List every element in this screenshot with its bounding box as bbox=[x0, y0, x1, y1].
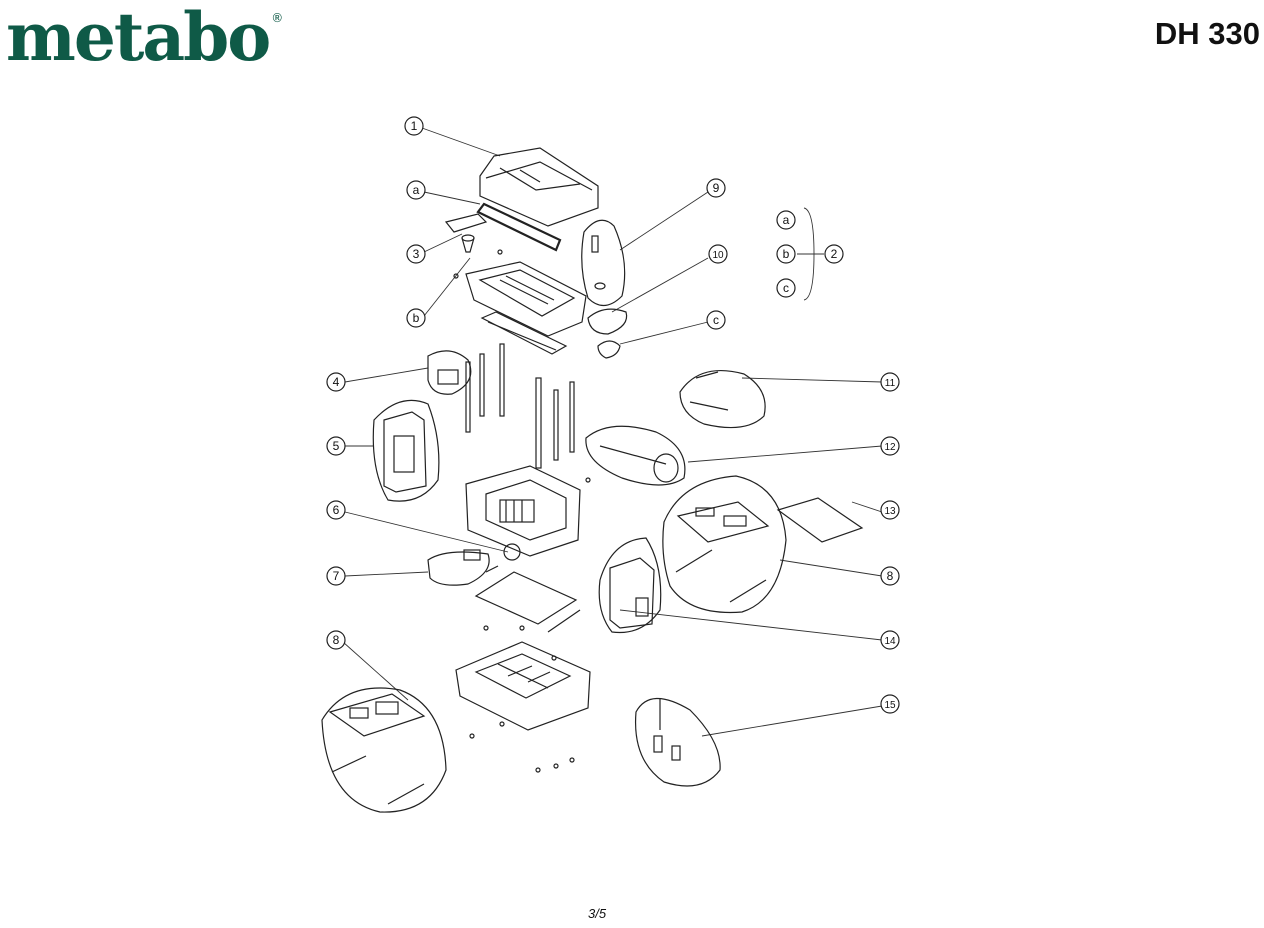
registered-mark: ® bbox=[271, 11, 284, 25]
callout-8-right-label: 8 bbox=[887, 569, 894, 583]
part-belt bbox=[476, 202, 562, 252]
model-title: DH 330 bbox=[1154, 16, 1260, 51]
callout-14: 14 bbox=[880, 630, 900, 650]
callout-4: 4 bbox=[326, 372, 346, 392]
callout-7: 7 bbox=[326, 566, 346, 586]
callout-4-label: 4 bbox=[333, 375, 340, 389]
part-motor-carriage bbox=[465, 465, 581, 557]
part-columns bbox=[465, 343, 575, 469]
callout-b-right-label: b bbox=[783, 247, 790, 261]
callout-11-label: 11 bbox=[885, 378, 896, 389]
callout-c-right-label: c bbox=[783, 281, 789, 295]
callout-6: 6 bbox=[326, 500, 346, 520]
callout-5: 5 bbox=[326, 436, 346, 456]
callout-9: 9 bbox=[706, 178, 726, 198]
callout-13: 13 bbox=[880, 500, 900, 520]
part-4-bubble bbox=[427, 350, 472, 395]
callout-15-label: 15 bbox=[884, 700, 896, 711]
part-knob bbox=[461, 234, 475, 253]
callout-9-label: 9 bbox=[713, 181, 720, 195]
part-brush bbox=[503, 543, 521, 561]
callout-8-left: 8 bbox=[326, 630, 346, 650]
callout-1-label: 1 bbox=[411, 119, 418, 133]
callout-15: 15 bbox=[880, 694, 900, 714]
callout-3: 3 bbox=[406, 244, 426, 264]
part-top-cover bbox=[479, 147, 599, 227]
part-5-bubble bbox=[372, 399, 440, 502]
callout-10-label: 10 bbox=[712, 250, 724, 261]
page-number: 3/5 bbox=[588, 906, 607, 921]
part-10-bubble bbox=[587, 308, 628, 335]
metabo-logo: metabo® bbox=[6, 4, 284, 70]
callout-2: 2 bbox=[824, 244, 844, 264]
part-handle-plate bbox=[444, 213, 488, 233]
part-7-bubble bbox=[427, 549, 490, 586]
callout-7-label: 7 bbox=[333, 569, 340, 583]
leader-lines bbox=[342, 127, 883, 737]
callout-12-label: 12 bbox=[884, 442, 896, 453]
part-blade-plate bbox=[480, 311, 568, 355]
part-8-left-bubble bbox=[321, 687, 447, 813]
part-8-right-bubble bbox=[662, 475, 787, 614]
brand-name: metabo bbox=[6, 0, 271, 76]
callout-c-mid: c bbox=[706, 310, 726, 330]
callout-a-right-label: a bbox=[783, 213, 790, 227]
callout-a-top: a bbox=[406, 180, 426, 200]
callout-b-left-label: b bbox=[413, 311, 420, 325]
callout-11: 11 bbox=[880, 372, 900, 392]
part-12-bubble bbox=[585, 425, 686, 486]
part-13-plate bbox=[776, 497, 864, 543]
callout-8-left-label: 8 bbox=[333, 633, 340, 647]
callout-2-label: 2 bbox=[831, 247, 838, 261]
part-base-frame bbox=[455, 641, 591, 731]
callout-a-right: a bbox=[776, 210, 796, 230]
callout-6-label: 6 bbox=[333, 503, 340, 517]
part-base-plate bbox=[474, 565, 581, 633]
callout-8-right: 8 bbox=[880, 566, 900, 586]
callouts: 1 a 3 b 4 5 6 7 8 9 10 c a b c 2 11 12 1… bbox=[326, 116, 900, 714]
callout-c-mid-label: c bbox=[713, 313, 719, 327]
callout-3-label: 3 bbox=[413, 247, 420, 261]
part-main-housing bbox=[465, 261, 587, 337]
callout-b-left: b bbox=[406, 308, 426, 328]
part-11-bubble bbox=[679, 370, 766, 429]
callout-14-label: 14 bbox=[884, 636, 896, 647]
callout-13-label: 13 bbox=[884, 506, 896, 517]
callout-12: 12 bbox=[880, 436, 900, 456]
callout-1: 1 bbox=[404, 116, 424, 136]
part-c-cap bbox=[597, 340, 621, 359]
part-15-bubble bbox=[634, 697, 721, 787]
callout-c-right: c bbox=[776, 278, 796, 298]
part-9-bubble bbox=[581, 219, 626, 307]
callout-b-right: b bbox=[776, 244, 796, 264]
part-screws bbox=[453, 249, 591, 773]
callout-10: 10 bbox=[708, 244, 728, 264]
part-14-bubble bbox=[598, 537, 662, 634]
callout-5-label: 5 bbox=[333, 439, 340, 453]
callout-a-top-label: a bbox=[413, 183, 420, 197]
